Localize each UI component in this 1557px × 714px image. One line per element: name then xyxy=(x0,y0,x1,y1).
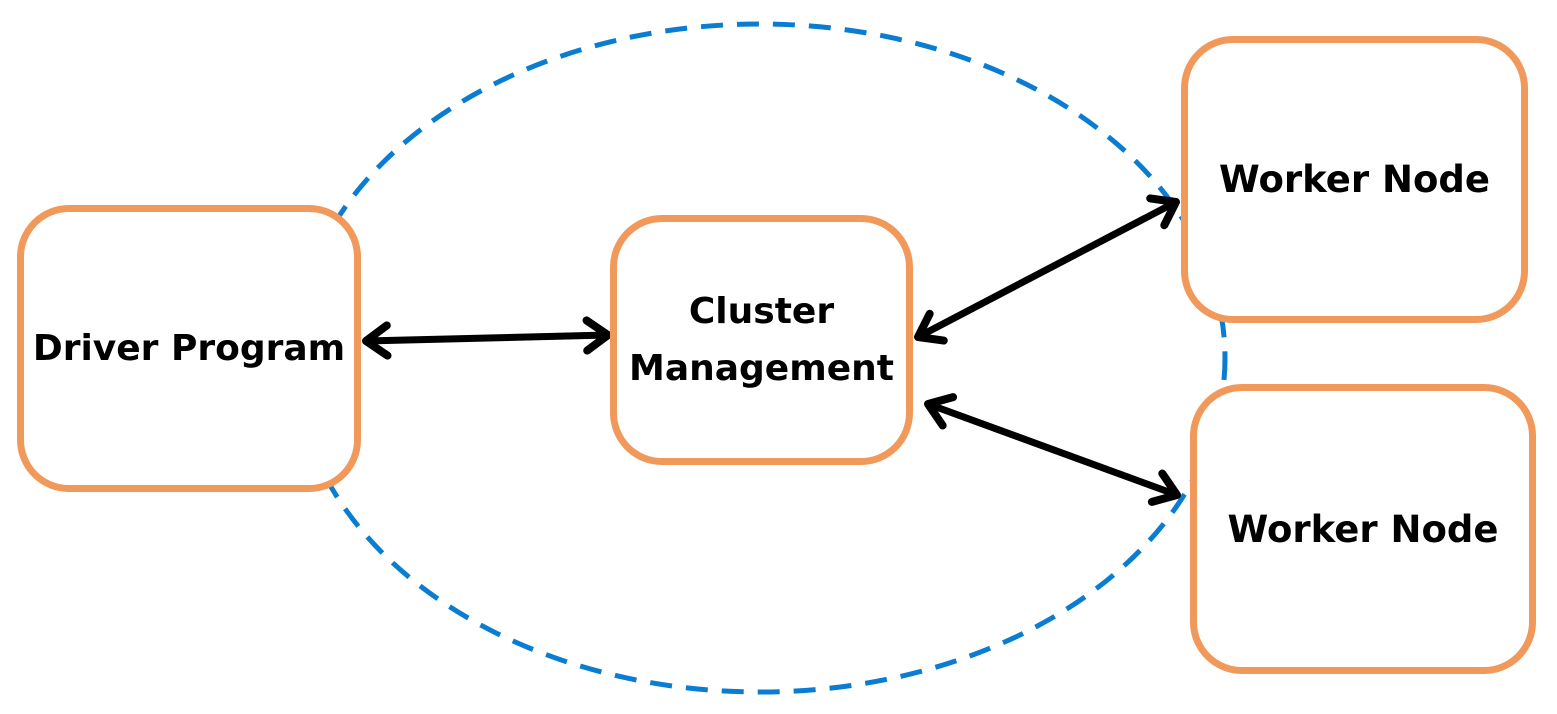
arrowhead-driver xyxy=(362,321,392,360)
arrowhead-cluster xyxy=(582,316,612,355)
arrow-driver-cluster xyxy=(362,316,612,360)
worker-node-top-label: Worker Node xyxy=(1219,158,1490,201)
driver-program-label: Driver Program xyxy=(32,328,346,369)
driver-program-node[interactable]: Driver Program xyxy=(17,205,361,492)
arrow-shaft-driver-cluster xyxy=(362,331,612,345)
arrowhead-worker1 xyxy=(1146,194,1180,230)
arrow-cluster-worker2 xyxy=(924,393,1181,506)
worker-node-bottom[interactable]: Worker Node xyxy=(1190,384,1536,674)
worker-node-top[interactable]: Worker Node xyxy=(1181,36,1528,323)
arrowhead-cluster xyxy=(924,393,958,430)
worker-node-bottom-label: Worker Node xyxy=(1227,507,1499,551)
arrow-shaft-cluster-worker2 xyxy=(924,400,1181,499)
arrow-shaft-cluster-worker1 xyxy=(914,198,1180,341)
arrowhead-cluster xyxy=(914,309,948,345)
arrowhead-worker2 xyxy=(1147,469,1181,506)
cluster-management-node[interactable]: Cluster Management xyxy=(610,215,913,465)
edges-layer xyxy=(362,194,1181,506)
arrow-cluster-worker1 xyxy=(914,194,1180,345)
cluster-management-label: Cluster Management xyxy=(629,291,894,389)
